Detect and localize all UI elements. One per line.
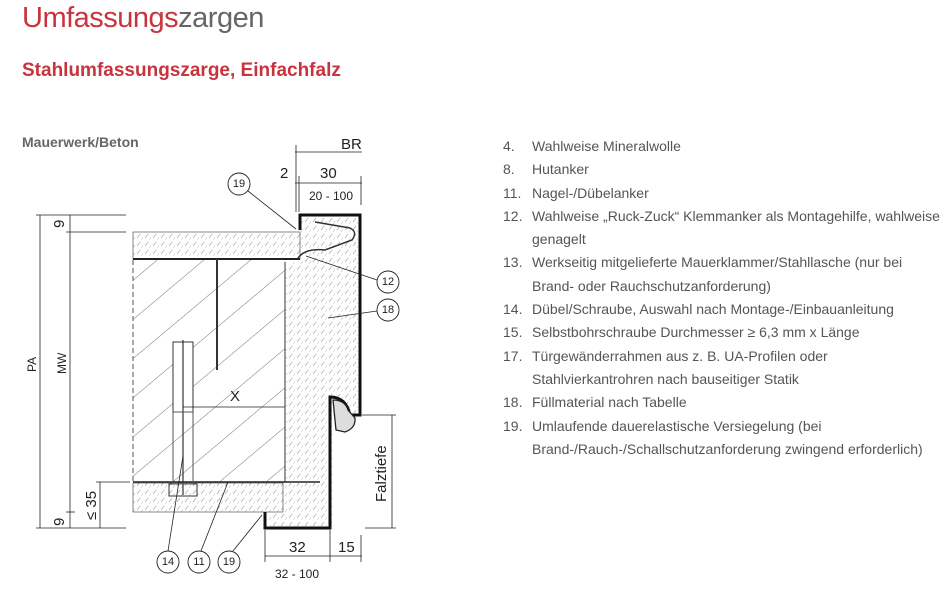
- dim-falztiefe: Falztiefe: [373, 445, 390, 502]
- callout-12: 12: [382, 276, 394, 288]
- leader-lines: [167, 190, 378, 552]
- dim-range-bottom: 32 - 100: [275, 567, 319, 581]
- legend-text: Nagel-/Dübelanker: [532, 184, 649, 201]
- title-red-part: Umfassungs: [22, 2, 179, 34]
- legend-text: Selbstbohrschraube Durchmesser ≥ 6,3 mm …: [532, 324, 860, 341]
- legend-item: 8. Hutanker: [503, 158, 943, 181]
- legend-list: 4. Wahlweise Mineralwolle 8. Hutanker 11. N…: [503, 135, 943, 461]
- callout-18: 18: [382, 304, 394, 316]
- title-gray-part: zargen: [178, 2, 264, 34]
- legend-number: 12.: [503, 207, 523, 224]
- legend-item: 12. Wahlweise „Ruck-Zuck“ Klemmanker als …: [503, 205, 943, 252]
- legend-text: Hutanker: [532, 161, 589, 178]
- dim-range-top: 20 - 100: [309, 189, 353, 203]
- legend-item: 4. Wahlweise Mineralwolle: [503, 135, 943, 158]
- dim-30: 30: [320, 165, 337, 182]
- legend-text: Wahlweise „Ruck-Zuck“ Klemmanker als Mon…: [532, 207, 940, 248]
- legend-number: 19.: [503, 417, 523, 434]
- legend-number: 11.: [503, 184, 522, 201]
- plaster-bottom: [132, 482, 284, 513]
- legend-item: 14. Dübel/Schraube, Auswahl nach Montage-…: [503, 298, 943, 321]
- legend-item: 15. Selbstbohrschraube Durchmesser ≥ 6,3 …: [503, 321, 943, 344]
- dim-x: X: [230, 388, 240, 405]
- legend-item: 17. Türgewänderrahmen aus z. B. UA-Profil…: [503, 345, 943, 392]
- subtitle: Stahlumfassungszarge, Einfachfalz: [22, 60, 341, 81]
- dim-le35: ≤ 35: [83, 491, 100, 520]
- legend-text: Werkseitig mitgelieferte Mauerklammer/St…: [532, 254, 903, 294]
- legend-item: 11. Nagel-/Dübelanker: [503, 182, 943, 205]
- dim-9-bottom: 9: [51, 518, 68, 526]
- dimension-lines: [36, 145, 396, 562]
- legend-text: Türgewänderrahmen aus z. B. UA-Profilen …: [532, 347, 828, 387]
- callout-19-bottom: 19: [223, 556, 235, 568]
- fill-material: [268, 218, 358, 526]
- clamp-anchor: [297, 221, 356, 259]
- legend-number: 14.: [503, 301, 523, 318]
- legend-number: 15.: [503, 324, 523, 341]
- dim-32: 32: [289, 539, 306, 556]
- masonry-wall: [133, 260, 285, 482]
- callout-11: 11: [193, 556, 204, 568]
- plaster-top: [132, 231, 301, 260]
- page-title: Umfassungszargen: [22, 2, 264, 35]
- legend-text: Füllmaterial nach Tabelle: [532, 394, 687, 411]
- dim-pa: PA: [25, 357, 39, 372]
- legend-number: 8.: [503, 161, 515, 178]
- callout-14: 14: [162, 556, 174, 568]
- legend-text: Umlaufende dauerelastische Versiegelung …: [532, 417, 923, 457]
- legend-text: Dübel/Schraube, Auswahl nach Montage-/Ei…: [532, 301, 894, 318]
- section-label: Mauerwerk/Beton: [22, 134, 139, 150]
- legend-text: Wahlweise Mineralwolle: [532, 138, 681, 154]
- legend-item: 19. Umlaufende dauerelastische Versiegelu…: [503, 415, 943, 462]
- legend-item: 13. Werkseitig mitgelieferte Mauerklammer…: [503, 251, 943, 298]
- legend-number: 4.: [503, 138, 515, 154]
- dim-15: 15: [338, 539, 355, 556]
- dim-br: BR: [341, 136, 362, 153]
- dowel-sleeve: [172, 411, 194, 485]
- legend-number: 13.: [503, 254, 523, 271]
- legend-number: 18.: [503, 394, 523, 411]
- callout-19-top: 19: [233, 178, 245, 190]
- dim-9-top: 9: [51, 220, 68, 228]
- dim-mw: MW: [55, 352, 69, 374]
- legend-item: 18. Füllmaterial nach Tabelle: [503, 391, 943, 414]
- legend-number: 17.: [503, 347, 523, 364]
- dim-2: 2: [280, 165, 288, 182]
- door-seal: [332, 399, 356, 433]
- callout-circles: [156, 172, 400, 574]
